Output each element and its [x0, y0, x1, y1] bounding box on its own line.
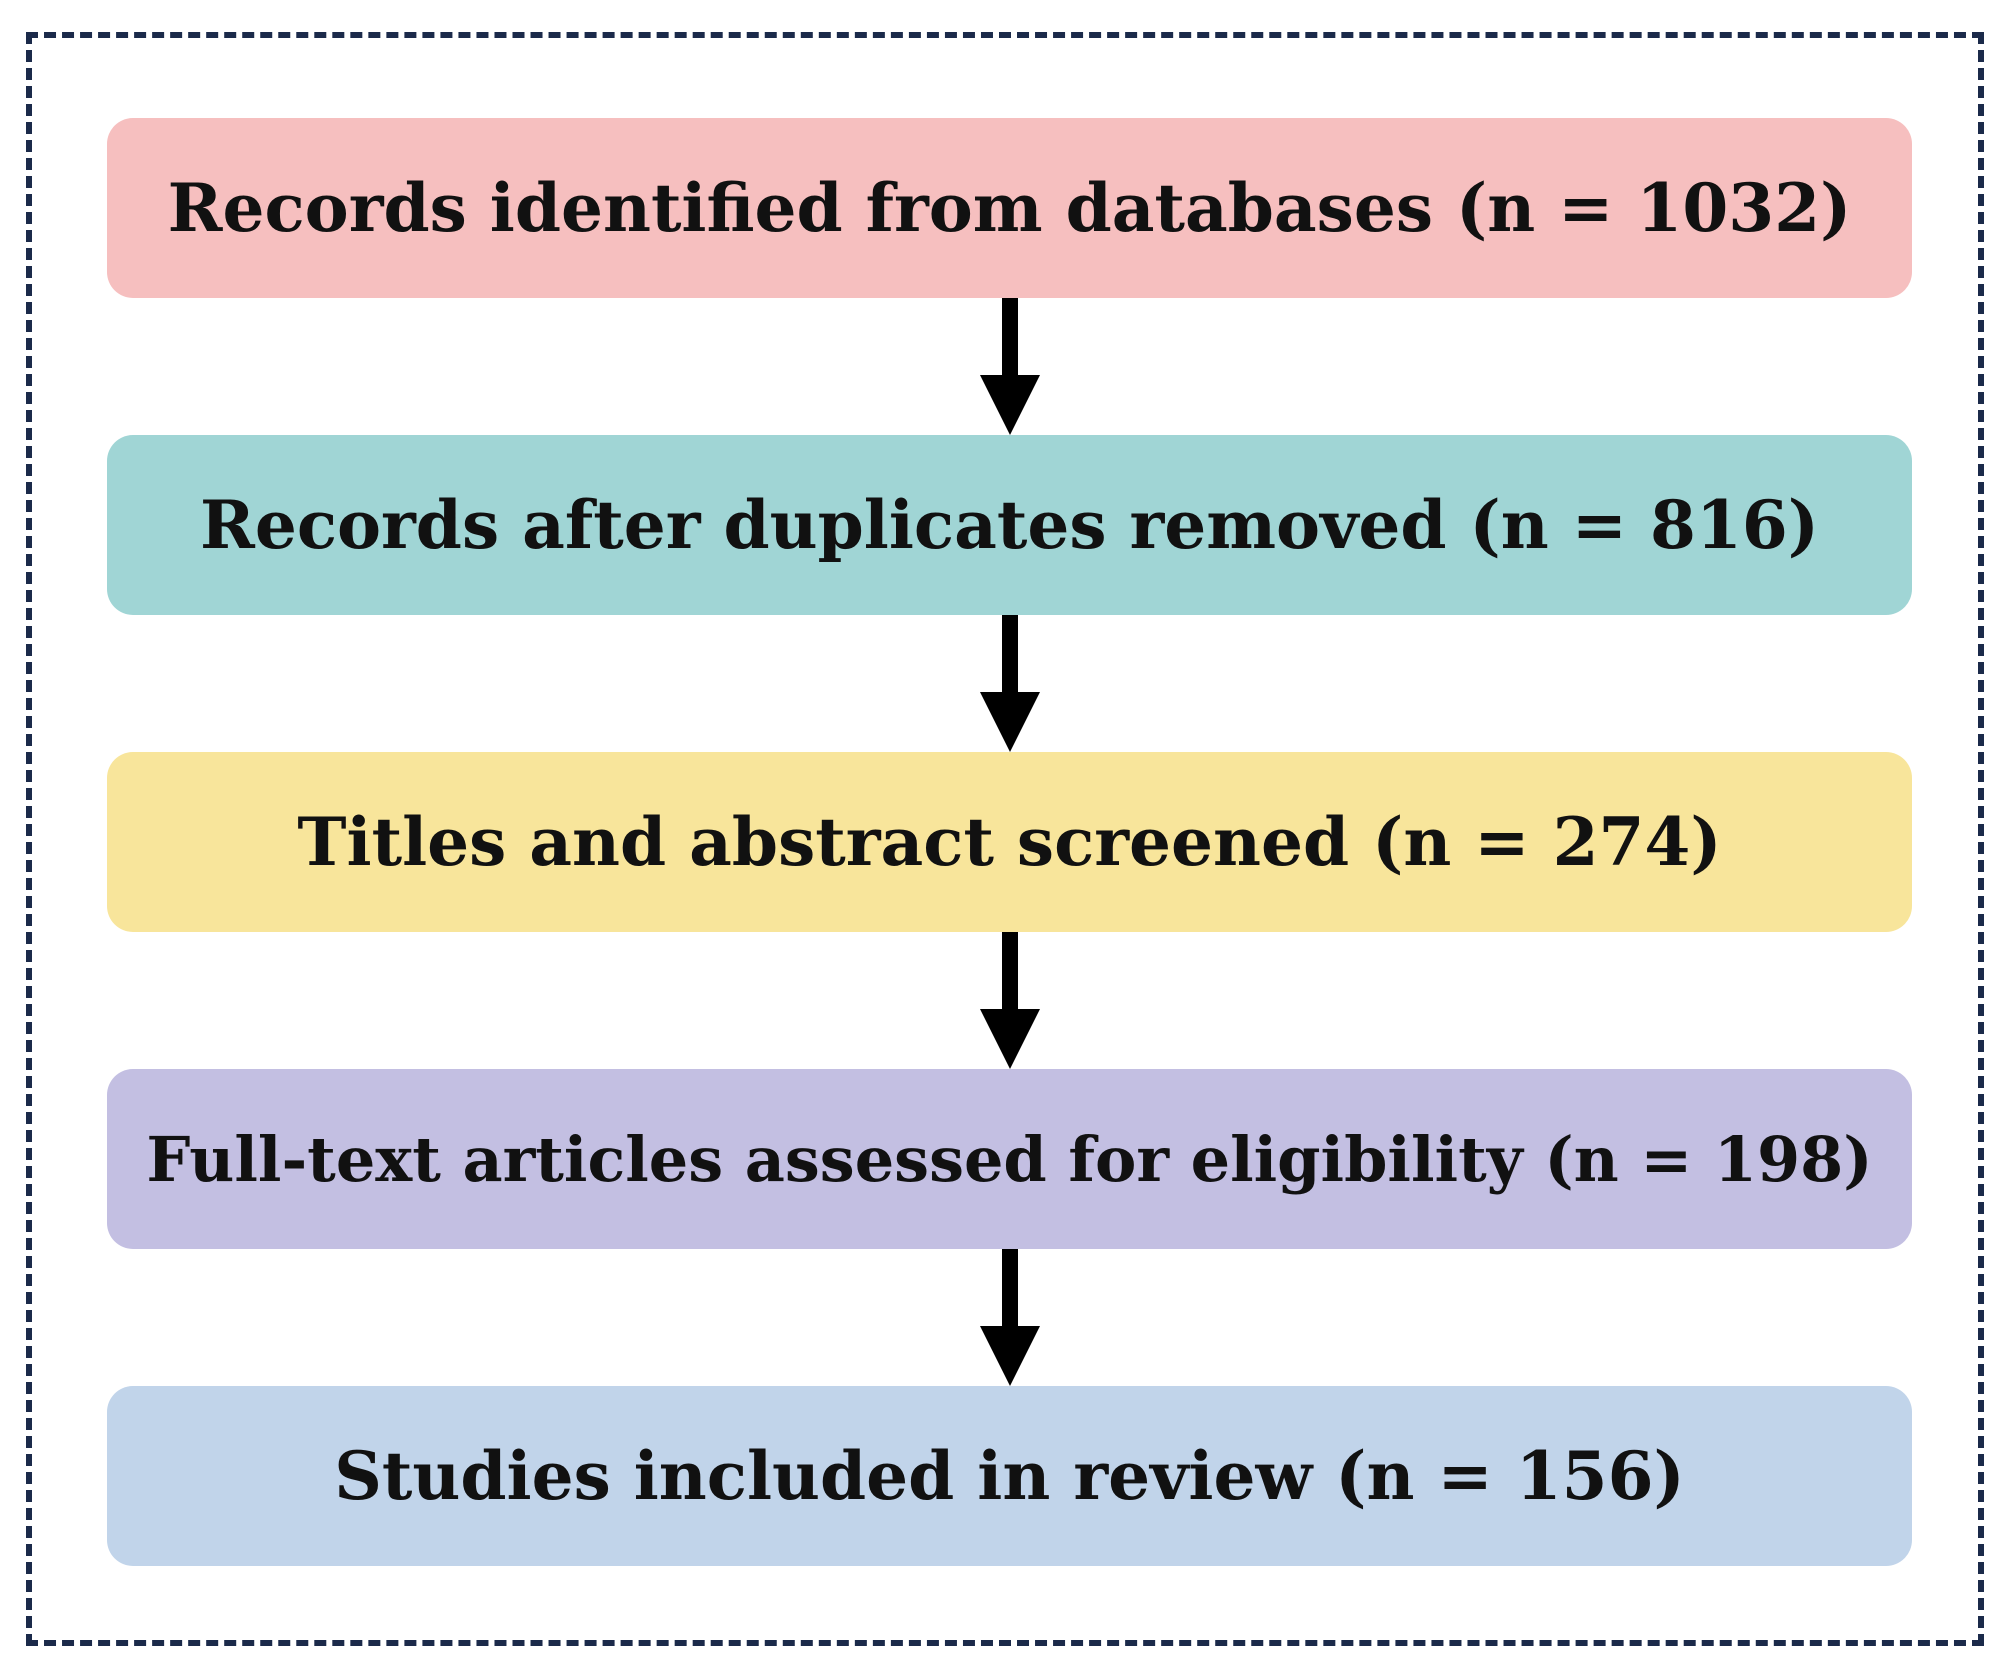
arrow-down-icon — [980, 1249, 1040, 1386]
step-label: Titles and abstract screened (n = 274) — [297, 803, 1722, 881]
step-titles-abstract-screened: Titles and abstract screened (n = 274) — [107, 752, 1912, 932]
arrow-down-icon — [980, 932, 1040, 1069]
step-duplicates-removed: Records after duplicates removed (n = 81… — [107, 435, 1912, 615]
arrow-down-icon — [980, 615, 1040, 752]
step-label: Records after duplicates removed (n = 81… — [199, 486, 1820, 564]
dashed-frame — [26, 32, 1984, 1646]
step-records-identified: Records identified from databases (n = 1… — [107, 118, 1912, 298]
arrow-down-icon — [980, 298, 1040, 435]
step-label: Records identified from databases (n = 1… — [167, 169, 1852, 247]
step-full-text-assessed: Full-text articles assessed for eligibil… — [107, 1069, 1912, 1249]
step-studies-included: Studies included in review (n = 156) — [107, 1386, 1912, 1566]
step-label: Studies included in review (n = 156) — [334, 1437, 1685, 1515]
step-label: Full-text articles assessed for eligibil… — [146, 1122, 1873, 1196]
